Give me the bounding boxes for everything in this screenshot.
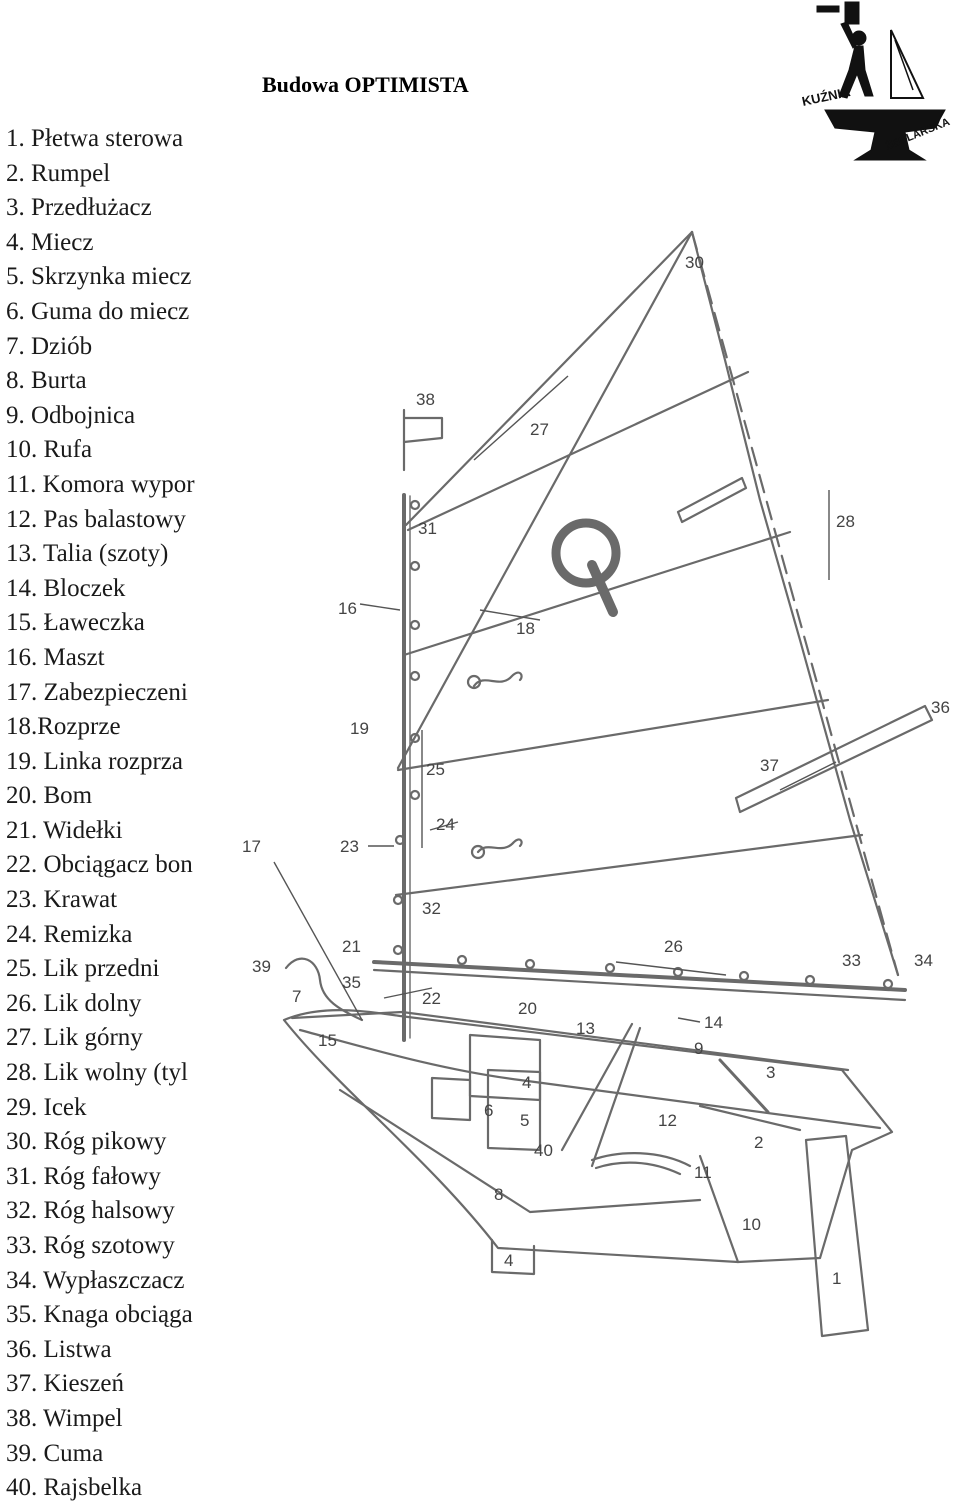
sail-leech [692,232,898,975]
legend-item: 38. Wimpel [6,1402,222,1437]
callout: 16 [338,599,357,618]
callout: 27 [530,420,549,439]
callout: 8 [494,1185,503,1204]
legend-item: 17. Zabezpieczeni [6,676,222,711]
legend-item: 5. Skrzynka miecz [6,260,222,295]
callout: 28 [836,512,855,531]
legend-item: 36. Listwa [6,1333,222,1368]
callout: 13 [576,1019,595,1038]
optimist-boat-diagram: 30 38 27 31 28 16 18 36 19 25 37 24 23 1… [222,215,960,1350]
callout: 3 [766,1063,775,1082]
callout: 33 [842,951,861,970]
callout: 5 [520,1111,529,1130]
legend-item: 30. Róg pikowy [6,1125,222,1160]
callout: 6 [484,1101,493,1120]
callout: 25 [426,760,445,779]
parts-legend: 1. Płetwa sterowa 2. Rumpel 3. Przedłuża… [6,122,222,1506]
callout: 17 [242,837,261,856]
legend-item: 6. Guma do miecz [6,295,222,330]
legend-item: 29. Icek [6,1091,222,1126]
legend-item: 40. Rajsbelka [6,1471,222,1506]
callout: 19 [350,719,369,738]
callout: 36 [931,698,950,717]
callout: 20 [518,999,537,1018]
sail-head-edge [406,232,692,525]
legend-item: 24. Remizka [6,918,222,953]
legend-item: 18.Rozprze [6,710,222,745]
logo-text-1: KUŹNIA [801,84,853,109]
legend-item: 8. Burta [6,364,222,399]
callout: 21 [342,937,361,956]
legend-item: 39. Cuma [6,1437,222,1472]
callout: 39 [252,957,271,976]
callout: 12 [658,1111,677,1130]
callout: 37 [760,756,779,775]
legend-item: 13. Talia (szoty) [6,537,222,572]
callout: 24 [436,815,455,834]
legend-item: 2. Rumpel [6,157,222,192]
callout: 30 [685,253,704,272]
callout: 10 [742,1215,761,1234]
hull [284,1010,892,1262]
kuznia-zeglarska-logo: KUŹNIA ŻEGLARSKA [795,0,960,185]
callout: 34 [914,951,933,970]
legend-item: 4. Miecz [6,226,222,261]
legend-item: 23. Krawat [6,883,222,918]
callout: 1 [832,1269,841,1288]
page-title: Budowa OPTIMISTA [262,72,469,98]
legend-item: 19. Linka rozprza [6,745,222,780]
callout: 4 [504,1251,513,1270]
callout: 11 [694,1163,712,1182]
hammer-handle [817,6,839,12]
callout: 14 [704,1013,723,1032]
legend-item: 11. Komora wypor [6,468,222,503]
sprit [398,232,692,768]
callout: 22 [422,989,441,1008]
hammer-head [845,2,859,24]
legend-item: 22. Obciągacz bon [6,848,222,883]
legend-item: 9. Odbojnica [6,399,222,434]
legend-item: 14. Bloczek [6,572,222,607]
legend-item: 20. Bom [6,779,222,814]
callout: 40 [534,1141,553,1160]
callout: 4 [522,1073,531,1092]
legend-item: 25. Lik przedni [6,952,222,987]
rudder [806,1136,868,1336]
legend-item: 21. Widełki [6,814,222,849]
callout: 7 [292,987,301,1006]
legend-item: 15. Ławeczka [6,606,222,641]
callout: 38 [416,390,435,409]
callout: 32 [422,899,441,918]
legend-item: 31. Róg fałowy [6,1160,222,1195]
callout: 23 [340,837,359,856]
callout: 26 [664,937,683,956]
legend-item: 1. Płetwa sterowa [6,122,222,157]
callout: 35 [342,973,361,992]
callout: 2 [754,1133,763,1152]
legend-item: 27. Lik górny [6,1021,222,1056]
pennant [404,418,442,442]
legend-item: 12. Pas balastowy [6,503,222,538]
callout: 15 [318,1031,337,1050]
legend-item: 35. Knaga obciąga [6,1298,222,1333]
legend-item: 37. Kieszeń [6,1367,222,1402]
legend-item: 32. Róg halsowy [6,1194,222,1229]
callout: 9 [694,1039,703,1058]
legend-item: 3. Przedłużacz [6,191,222,226]
legend-item: 28. Lik wolny (tyl [6,1056,222,1091]
callout: 18 [516,619,535,638]
legend-item: 33. Róg szotowy [6,1229,222,1264]
legend-item: 16. Maszt [6,641,222,676]
callout: 31 [418,519,437,538]
legend-item: 10. Rufa [6,433,222,468]
legend-item: 7. Dziób [6,330,222,365]
legend-item: 34. Wypłaszczacz [6,1264,222,1299]
legend-item: 26. Lik dolny [6,987,222,1022]
